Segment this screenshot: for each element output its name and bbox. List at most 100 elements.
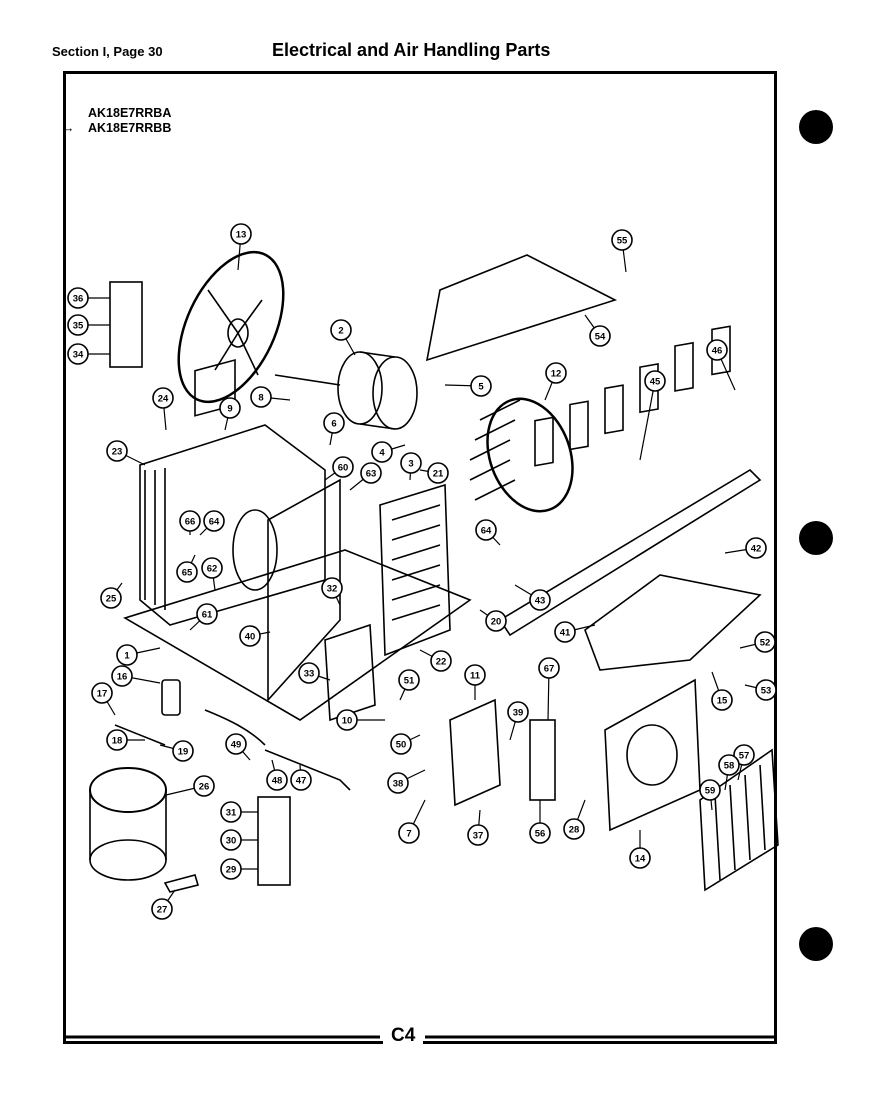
callout-number: 25 [106, 594, 117, 605]
callout-balloon [644, 370, 666, 392]
callout-number: 26 [199, 782, 210, 793]
callout-balloon [563, 818, 585, 840]
callout-balloon [427, 462, 449, 484]
callout-balloon [529, 589, 551, 611]
callout-number: 53 [761, 686, 772, 697]
callout-c22: 22 [419, 649, 452, 672]
callout-number: 23 [112, 447, 123, 458]
callout-balloon [467, 824, 489, 846]
callout-c40: 40 [239, 625, 271, 647]
callout-balloon [151, 898, 173, 920]
callout-number: 54 [595, 332, 606, 343]
callout-number: 55 [617, 236, 628, 247]
callout-c41: 41 [554, 621, 596, 643]
callout-c25: 25 [100, 582, 123, 609]
callout-balloon [507, 701, 529, 723]
callout-number: 34 [73, 350, 84, 361]
callout-balloon [755, 679, 777, 701]
callout-balloon [398, 822, 420, 844]
callout-number: 57 [739, 751, 750, 762]
callout-number: 28 [569, 825, 580, 836]
callout-number: 48 [272, 776, 283, 787]
top-cover-panel [425, 254, 618, 362]
callout-number: 61 [202, 610, 213, 621]
callout-balloon [545, 362, 567, 384]
callout-balloon [538, 657, 560, 679]
callout-number: 14 [635, 854, 646, 865]
callout-balloon [193, 775, 215, 797]
callout-c64a: 64 [199, 510, 225, 536]
callout-balloon [196, 603, 218, 625]
fan-hub [227, 318, 249, 348]
callout-balloon [332, 456, 354, 478]
knob-set [109, 281, 143, 368]
shroud [267, 478, 341, 703]
callout-number: 60 [338, 463, 349, 474]
callout-balloon [733, 744, 755, 766]
callout-number: 62 [207, 564, 218, 575]
callout-balloon [91, 682, 113, 704]
callout-balloon [220, 858, 242, 880]
callout-number: 21 [433, 469, 444, 480]
callout-number: 13 [236, 230, 247, 241]
callout-number: 16 [117, 672, 128, 683]
callout-number: 7 [406, 829, 411, 840]
binder-hole-icon [799, 521, 833, 555]
callout-c39: 39 [507, 701, 529, 741]
callout-number: 8 [258, 393, 263, 404]
bulkhead [324, 623, 376, 722]
callout-number: 31 [226, 808, 237, 819]
callout-balloon [323, 412, 345, 434]
callout-balloon [430, 650, 452, 672]
callout-balloon [390, 733, 412, 755]
callout-balloon [706, 339, 728, 361]
callout-c65: 65 [176, 554, 198, 583]
callout-number: 4 [379, 448, 385, 459]
callout-balloon [464, 664, 486, 686]
callout-c49: 49 [225, 733, 251, 761]
callout-number: 32 [327, 584, 338, 595]
callout-balloon [485, 610, 507, 632]
callout-c35: 35 [67, 314, 110, 336]
callout-number: 41 [560, 628, 571, 639]
callout-number: 64 [481, 526, 492, 537]
callout-c31: 31 [220, 801, 258, 823]
callout-balloon [529, 822, 551, 844]
callout-balloon [116, 644, 138, 666]
terminal-cover [257, 796, 291, 886]
callout-c3: 3 [400, 452, 422, 481]
callout-number: 51 [404, 676, 415, 687]
callout-balloon [470, 375, 492, 397]
callout-number: 3 [408, 459, 413, 470]
callout-balloon [106, 729, 128, 751]
callout-balloon [387, 772, 409, 794]
model-number: AK18E7RRBA [88, 106, 172, 120]
callout-number: 67 [544, 664, 555, 675]
condenser-coil [139, 424, 326, 626]
callout-c61: 61 [189, 603, 218, 631]
callout-c66: 66 [179, 510, 201, 535]
callout-c53: 53 [744, 679, 777, 701]
condenser-fan-blade [177, 250, 285, 404]
callout-number: 40 [245, 632, 256, 643]
callout-number: 46 [712, 346, 723, 357]
callout-c5: 5 [444, 375, 492, 397]
blower-scroll [604, 678, 701, 832]
callout-c42: 42 [724, 537, 767, 559]
callout-c14: 14 [629, 830, 651, 869]
fan-motor [337, 351, 383, 425]
binder-hole-icon [799, 927, 833, 961]
callout-number: 47 [296, 776, 307, 787]
callout-balloon [475, 519, 497, 541]
callout-c62: 62 [201, 557, 223, 591]
callout-number: 35 [73, 321, 84, 332]
evaporator-coil [379, 483, 451, 657]
callout-number: 17 [97, 689, 108, 700]
callout-number: 22 [436, 657, 447, 668]
callout-c29: 29 [220, 858, 258, 880]
callout-c11: 11 [464, 664, 486, 700]
callout-number: 45 [650, 377, 661, 388]
callout-number: 1 [124, 651, 130, 662]
callout-balloon [298, 662, 320, 684]
